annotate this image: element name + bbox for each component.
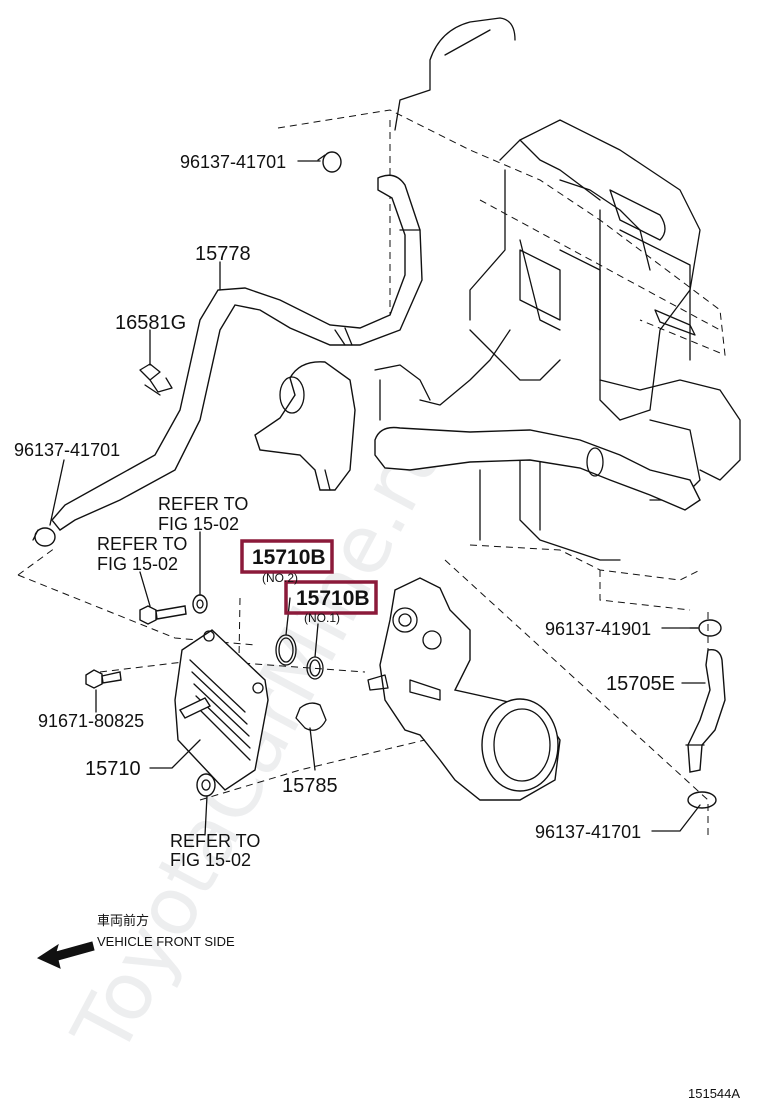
- label-refer-a-line1: REFER TO: [158, 494, 248, 514]
- label-clamp-left[interactable]: 96137-41701: [14, 440, 120, 460]
- label-clip[interactable]: 16581G: [115, 312, 186, 334]
- label-refer-c-line2: FIG 15-02: [170, 850, 251, 870]
- clamp-icon-left: [32, 527, 56, 547]
- hose-15705e: [685, 649, 726, 773]
- clamp-icon-top: [317, 151, 342, 173]
- water-inlet-housing: [367, 577, 561, 801]
- label-oring-no1[interactable]: 15710B: [296, 587, 370, 610]
- highlight-box-no1: [284, 580, 378, 615]
- label-gasket[interactable]: 15785: [282, 775, 338, 797]
- lower-engine-hose: [374, 426, 701, 511]
- clip-icon: [139, 363, 173, 396]
- washer-icon-upper: [192, 594, 208, 614]
- oil-cooler-icon: [174, 629, 269, 791]
- label-leaders: [49, 160, 706, 836]
- label-refer-b-line1: REFER TO: [97, 534, 187, 554]
- bolt-icon-upper: [139, 605, 187, 625]
- label-clamp-top[interactable]: 96137-41701: [180, 152, 286, 172]
- label-cooler[interactable]: 15710: [85, 758, 141, 780]
- bolt-icon-lower: [85, 669, 122, 689]
- clamp-icon-right-b: [687, 791, 717, 809]
- label-oring-no1-sub: (NO.1): [304, 611, 340, 625]
- label-refer-a-line2: FIG 15-02: [158, 514, 239, 534]
- label-bolt[interactable]: 91671-80825: [38, 711, 144, 731]
- washer-icon-lower: [196, 773, 216, 797]
- outlet-housing: [254, 361, 356, 491]
- label-oring-no2[interactable]: 15710B: [252, 546, 326, 569]
- direction-japanese: 車両前方: [97, 913, 149, 928]
- label-clamp-right-b[interactable]: 96137-41701: [535, 822, 641, 842]
- label-refer-c-line1: REFER TO: [170, 831, 260, 851]
- label-hose-main[interactable]: 15778: [195, 243, 251, 265]
- gasket-icon: [295, 702, 327, 731]
- figure-id: 151544A: [688, 1086, 740, 1101]
- arrow-left-icon: [36, 941, 95, 969]
- label-refer-b-line2: FIG 15-02: [97, 554, 178, 574]
- label-oring-no2-sub: (NO.2): [262, 571, 298, 585]
- label-hose-right[interactable]: 15705E: [606, 673, 675, 695]
- highlight-box-no2: [240, 539, 334, 574]
- label-clamp-right-a[interactable]: 96137-41901: [545, 619, 651, 639]
- hose-15778: [51, 174, 423, 531]
- direction-english: VEHICLE FRONT SIDE: [97, 934, 235, 949]
